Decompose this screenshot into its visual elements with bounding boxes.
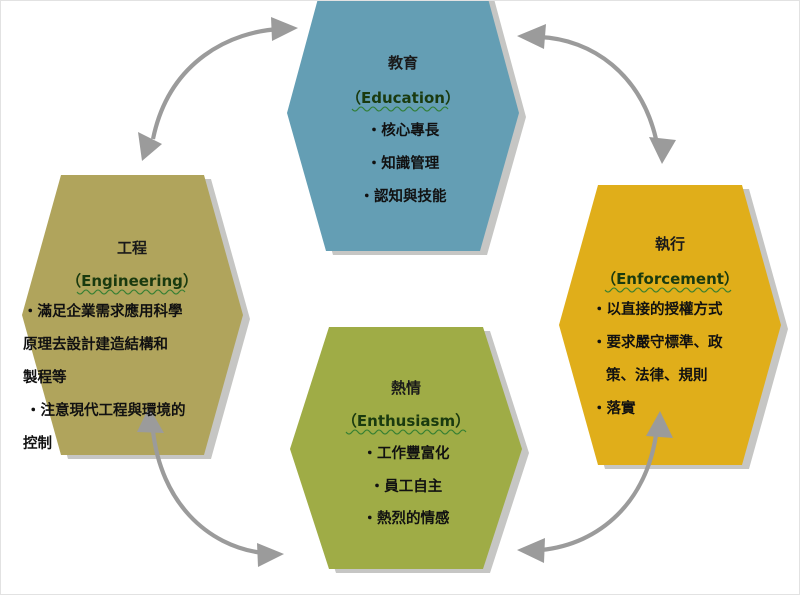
connector-layer	[137, 17, 676, 567]
enthusiasm-subtitle: （Enthusiasm）	[342, 412, 470, 430]
connector-education-enforcement-curve	[538, 34, 659, 140]
enthusiasm-bullet-2: ・熱烈的情感	[363, 509, 450, 527]
enforcement-bullet-2: 策、法律、規則	[605, 366, 708, 384]
enforcement-subtitle-underline	[604, 287, 732, 293]
connector-engineering-education-head-start	[138, 132, 162, 161]
enthusiasm-hexagon[interactable]	[290, 327, 522, 569]
education-subtitle-underline	[351, 106, 449, 112]
hexagon-shape-layer	[22, 1, 781, 569]
enthusiasm-subtitle-underline	[345, 429, 467, 435]
connector-enthusiasm-enforcement-head-start	[517, 538, 545, 563]
connector-engineering-education[interactable]	[138, 17, 298, 161]
connector-education-enforcement-head-start	[517, 24, 546, 49]
connector-education-enforcement[interactable]	[517, 24, 676, 164]
connector-engineering-enthusiasm-head-start	[137, 407, 164, 433]
connector-education-enforcement-head-end	[649, 137, 676, 164]
education-text-group: 教育 （Education） ・核心專長 ・知識管理 ・認知與技能	[346, 54, 460, 205]
enforcement-bullet-3: ・落實	[592, 399, 636, 417]
education-subtitle: （Education）	[346, 89, 460, 107]
education-bullet-2: ・認知與技能	[360, 187, 447, 205]
education-title: 教育	[387, 54, 418, 72]
enforcement-title: 執行	[655, 235, 685, 253]
engineering-subtitle: （Engineering）	[66, 272, 198, 290]
connector-engineering-enthusiasm[interactable]	[137, 407, 284, 567]
engineering-title: 工程	[117, 239, 147, 257]
engineering-bullet-2: 製程等	[22, 368, 67, 386]
connector-enthusiasm-enforcement-head-end	[646, 411, 673, 438]
engineering-subtitle-underline	[76, 289, 186, 295]
enforcement-bullet-0: ・以直接的授權方式	[592, 300, 723, 318]
engineering-hexagon[interactable]	[22, 175, 243, 455]
education-hexagon[interactable]	[287, 1, 519, 251]
education-bullet-0: ・核心專長	[367, 121, 440, 139]
enthusiasm-bullet-0: ・工作豐富化	[363, 444, 450, 462]
engineering-bullet-3: ・注意現代工程與環境的	[26, 401, 186, 419]
education-bullet-1: ・知識管理	[367, 154, 440, 172]
connector-engineering-education-curve	[150, 26, 282, 140]
engineering-text-group: 工程 （Engineering） ・滿足企業需求應用科學 原理去設計建造結構和 …	[22, 239, 198, 452]
engineering-bullet-0: ・滿足企業需求應用科學	[23, 302, 183, 320]
enthusiasm-title: 熱情	[391, 379, 421, 397]
enforcement-bullet-1: ・要求嚴守標準、政	[592, 333, 723, 351]
connector-engineering-enthusiasm-head-end	[257, 543, 284, 567]
connector-enthusiasm-enforcement[interactable]	[517, 411, 673, 563]
engineering-bullet-1: 原理去設計建造結構和	[23, 335, 168, 353]
enthusiasm-text-group: 熱情 （Enthusiasm） ・工作豐富化 ・員工自主 ・熱烈的情感	[342, 379, 470, 527]
connector-enthusiasm-enforcement-curve	[540, 434, 659, 553]
enthusiasm-bullet-1: ・員工自主	[370, 477, 443, 495]
enforcement-hexagon[interactable]	[559, 185, 781, 465]
enforcement-text-group: 執行 （Enforcement） ・以直接的授權方式 ・要求嚴守標準、政 策、法…	[592, 235, 739, 417]
connector-engineering-education-head-end	[271, 17, 298, 41]
enforcement-subtitle: （Enforcement）	[601, 270, 739, 288]
connector-engineering-enthusiasm-curve	[150, 430, 264, 556]
engineering-bullet-4: 控制	[23, 434, 52, 452]
